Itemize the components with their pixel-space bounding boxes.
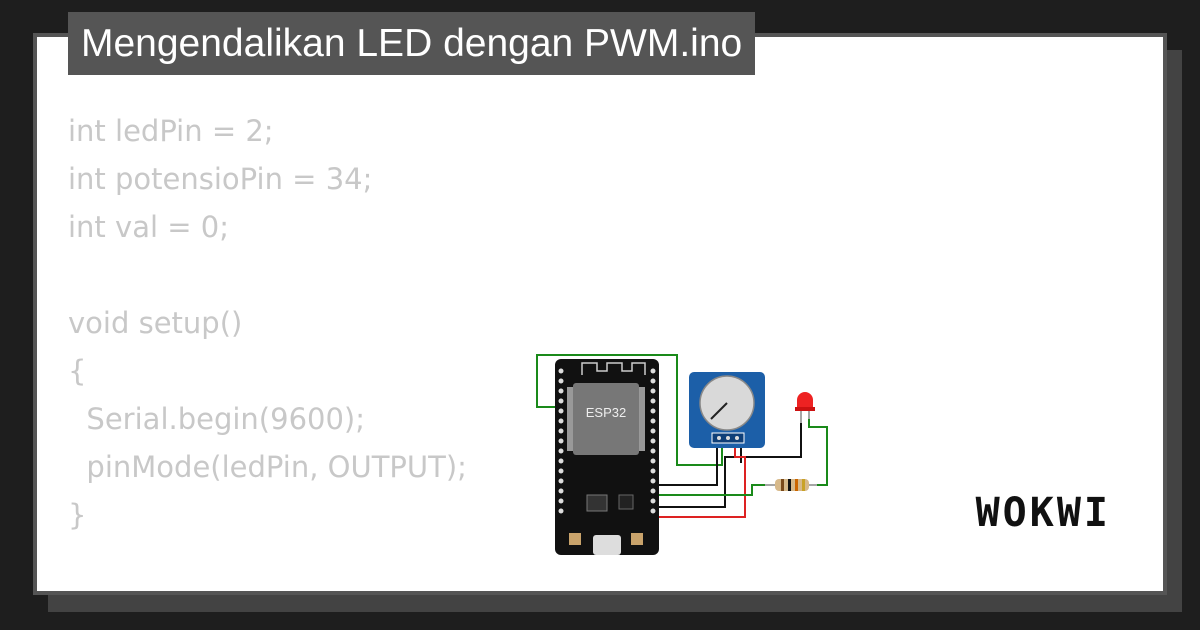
code-line: int ledPin = 2; [68,114,274,148]
wire-red-pot [657,445,746,518]
wire-black-led [657,423,802,508]
code-line: void loop() { [68,594,251,595]
code-preview: int ledPin = 2; int potensioPin = 34; in… [68,107,467,595]
board-label: ESP32 [586,405,626,420]
wokwi-logo: WOKWI [975,490,1111,536]
code-line: int val = 0; [68,210,229,244]
preview-card: int ledPin = 2; int potensioPin = 34; in… [33,33,1167,595]
wire-green-pot [536,354,723,466]
code-line: int potensioPin = 34; [68,162,373,196]
code-line: Serial.begin(9600); [68,402,366,436]
code-line: } [68,498,87,532]
code-line: { [68,354,87,388]
esp32-board-icon [555,359,659,555]
circuit-diagram: ESP32 [536,354,828,555]
wire-green-resistor [657,484,765,496]
potentiometer-icon [689,372,765,448]
led-icon [795,392,815,423]
wire-green-led [808,419,828,486]
resistor-icon [765,479,817,491]
code-line: void setup() [68,306,243,340]
code-line: pinMode(ledPin, OUTPUT); [68,450,467,484]
page-title: Mengendalikan LED dengan PWM.ino [68,12,756,75]
